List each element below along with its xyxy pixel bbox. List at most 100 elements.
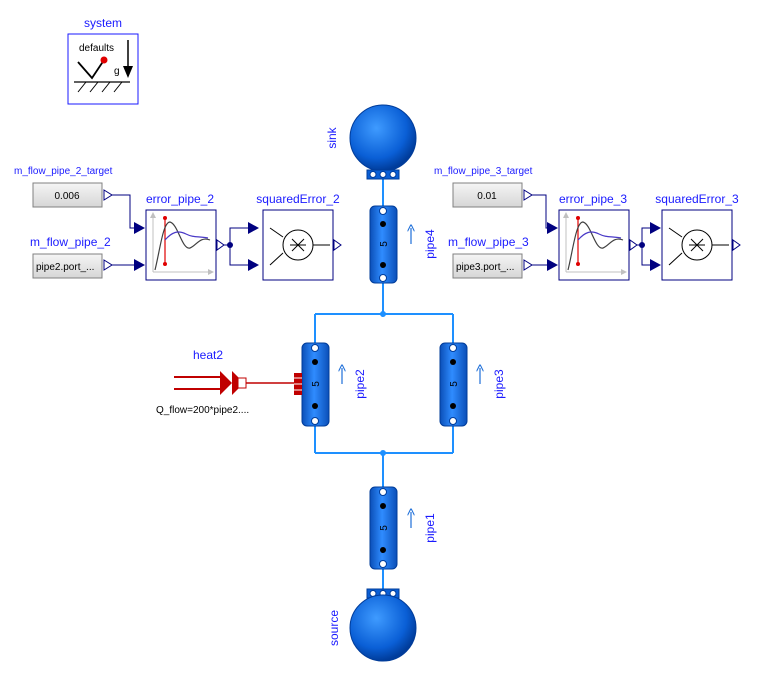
pipe3-port-b-icon bbox=[449, 417, 457, 425]
right-sq-output-icon bbox=[732, 239, 741, 251]
pipe3-node-icon bbox=[450, 359, 456, 365]
left-sq-label: squaredError_2 bbox=[256, 192, 340, 206]
gravity-arrow-icon bbox=[123, 40, 133, 78]
heat-arrows-icon bbox=[174, 371, 294, 395]
left-error-label: error_pipe_2 bbox=[146, 192, 214, 206]
right-meas-box bbox=[452, 253, 523, 279]
left-sq-input-1-icon bbox=[248, 222, 259, 234]
right-signal-group: m_flow_pipe_3_target 0.01 m_flow_pipe_3 … bbox=[434, 166, 741, 281]
source-boundary[interactable]: source bbox=[327, 588, 417, 662]
left-target-box bbox=[32, 182, 103, 208]
pipe3-body bbox=[439, 342, 468, 427]
pipe1-port-a-icon bbox=[379, 488, 387, 496]
pipe2[interactable]: 5 pipe2 bbox=[301, 342, 367, 427]
right-meas-expression[interactable]: pipe3.port_... bbox=[452, 253, 533, 279]
pipe4-body bbox=[369, 205, 398, 284]
right-meas-value: pipe3.port_... bbox=[456, 262, 514, 273]
pipe3-node-icon bbox=[450, 403, 456, 409]
left-target-constant[interactable]: 0.006 bbox=[32, 182, 113, 208]
pipe4-count: 5 bbox=[379, 241, 390, 247]
right-error-block[interactable] bbox=[558, 209, 630, 281]
right-sq-block[interactable] bbox=[661, 209, 741, 281]
pipe2-count: 5 bbox=[311, 381, 322, 387]
left-meas-expression[interactable]: pipe2.port_... bbox=[32, 253, 113, 279]
pipe4[interactable]: 5 pipe4 bbox=[369, 205, 437, 284]
sink-label: sink bbox=[325, 126, 339, 148]
left-error-input-1-icon bbox=[134, 222, 145, 234]
left-error-input-2-icon bbox=[134, 259, 145, 271]
step-response-icon bbox=[150, 212, 214, 275]
left-meas-box bbox=[32, 253, 103, 279]
pipe4-port-a-icon bbox=[379, 207, 387, 215]
left-error-frame bbox=[145, 209, 217, 281]
pipe2-port-b-icon bbox=[311, 417, 319, 425]
pipe1-count: 5 bbox=[379, 525, 390, 531]
pipe4-label: pipe4 bbox=[423, 229, 437, 259]
left-sq-block[interactable] bbox=[262, 209, 342, 281]
ground-hatch-icon bbox=[74, 56, 130, 93]
pipe1-body bbox=[369, 486, 398, 570]
right-error-input-2-icon bbox=[547, 259, 558, 271]
pipe1-label: pipe1 bbox=[423, 513, 437, 543]
source-label: source bbox=[327, 610, 341, 646]
pipe3[interactable]: 5 pipe3 bbox=[439, 342, 506, 427]
product-icon bbox=[269, 227, 330, 266]
sink-sphere-icon bbox=[349, 104, 417, 172]
heat-port-icon bbox=[294, 373, 302, 395]
right-sq-label: squaredError_3 bbox=[655, 192, 739, 206]
pipe1-node-icon bbox=[380, 503, 386, 509]
product-icon bbox=[668, 227, 729, 266]
right-target-value: 0.01 bbox=[477, 191, 497, 202]
heat2-label: heat2 bbox=[193, 348, 223, 362]
step-response-icon bbox=[563, 212, 627, 275]
system-defaults-text: defaults bbox=[79, 43, 114, 54]
system-block[interactable]: system defaults g bbox=[67, 16, 139, 105]
right-meas-label: m_flow_pipe_3 bbox=[448, 235, 529, 249]
left-target-value: 0.006 bbox=[54, 191, 79, 202]
pipe2-node-icon bbox=[312, 359, 318, 365]
left-error-split-icon bbox=[227, 242, 233, 248]
pipe3-label: pipe3 bbox=[492, 369, 506, 399]
heat2-expression: Q_flow=200*pipe2.... bbox=[156, 405, 249, 416]
right-error-frame bbox=[558, 209, 630, 281]
right-target-label: m_flow_pipe_3_target bbox=[434, 166, 533, 177]
right-error-split-icon bbox=[639, 242, 645, 248]
right-sq-input-1-icon bbox=[650, 222, 661, 234]
left-target-output-icon bbox=[103, 189, 113, 201]
fluid-connections bbox=[314, 178, 454, 589]
sink-port-icon bbox=[366, 169, 400, 180]
system-label: system bbox=[84, 16, 122, 30]
right-target-constant[interactable]: 0.01 bbox=[452, 182, 533, 208]
left-target-label: m_flow_pipe_2_target bbox=[14, 166, 113, 177]
pipe4-node-icon bbox=[380, 221, 386, 227]
system-g-text: g bbox=[114, 66, 120, 77]
right-sq-input-2-icon bbox=[650, 259, 661, 271]
left-sq-output-icon bbox=[333, 239, 342, 251]
left-meas-label: m_flow_pipe_2 bbox=[30, 235, 111, 249]
heat2-block[interactable]: heat2 Q_flow=200*pipe2.... bbox=[156, 348, 302, 416]
pipe1[interactable]: 5 pipe1 bbox=[369, 486, 437, 570]
pipe4-node-icon bbox=[380, 262, 386, 268]
left-meas-output-icon bbox=[103, 259, 113, 271]
left-error-block[interactable] bbox=[145, 209, 217, 281]
right-target-box bbox=[452, 182, 523, 208]
right-error-label: error_pipe_3 bbox=[559, 192, 627, 206]
right-target-output-icon bbox=[523, 189, 533, 201]
left-sq-input-2-icon bbox=[248, 259, 259, 271]
pipe3-count: 5 bbox=[449, 381, 460, 387]
right-meas-output-icon bbox=[523, 259, 533, 271]
pipe2-label: pipe2 bbox=[353, 369, 367, 399]
pipe1-port-b-icon bbox=[379, 560, 387, 568]
right-error-input-1-icon bbox=[547, 222, 558, 234]
sink-boundary[interactable]: sink bbox=[325, 104, 417, 180]
pipe3-port-a-icon bbox=[449, 344, 457, 352]
left-error-output-icon bbox=[216, 239, 225, 251]
pipe2-node-icon bbox=[312, 403, 318, 409]
pipe2-port-a-icon bbox=[311, 344, 319, 352]
right-error-output-icon bbox=[629, 239, 638, 251]
source-sphere-icon bbox=[349, 594, 417, 662]
left-signal-group: m_flow_pipe_2_target 0.006 m_flow_pipe_2… bbox=[14, 166, 342, 281]
pipe4-port-b-icon bbox=[379, 274, 387, 282]
pipe1-node-icon bbox=[380, 547, 386, 553]
